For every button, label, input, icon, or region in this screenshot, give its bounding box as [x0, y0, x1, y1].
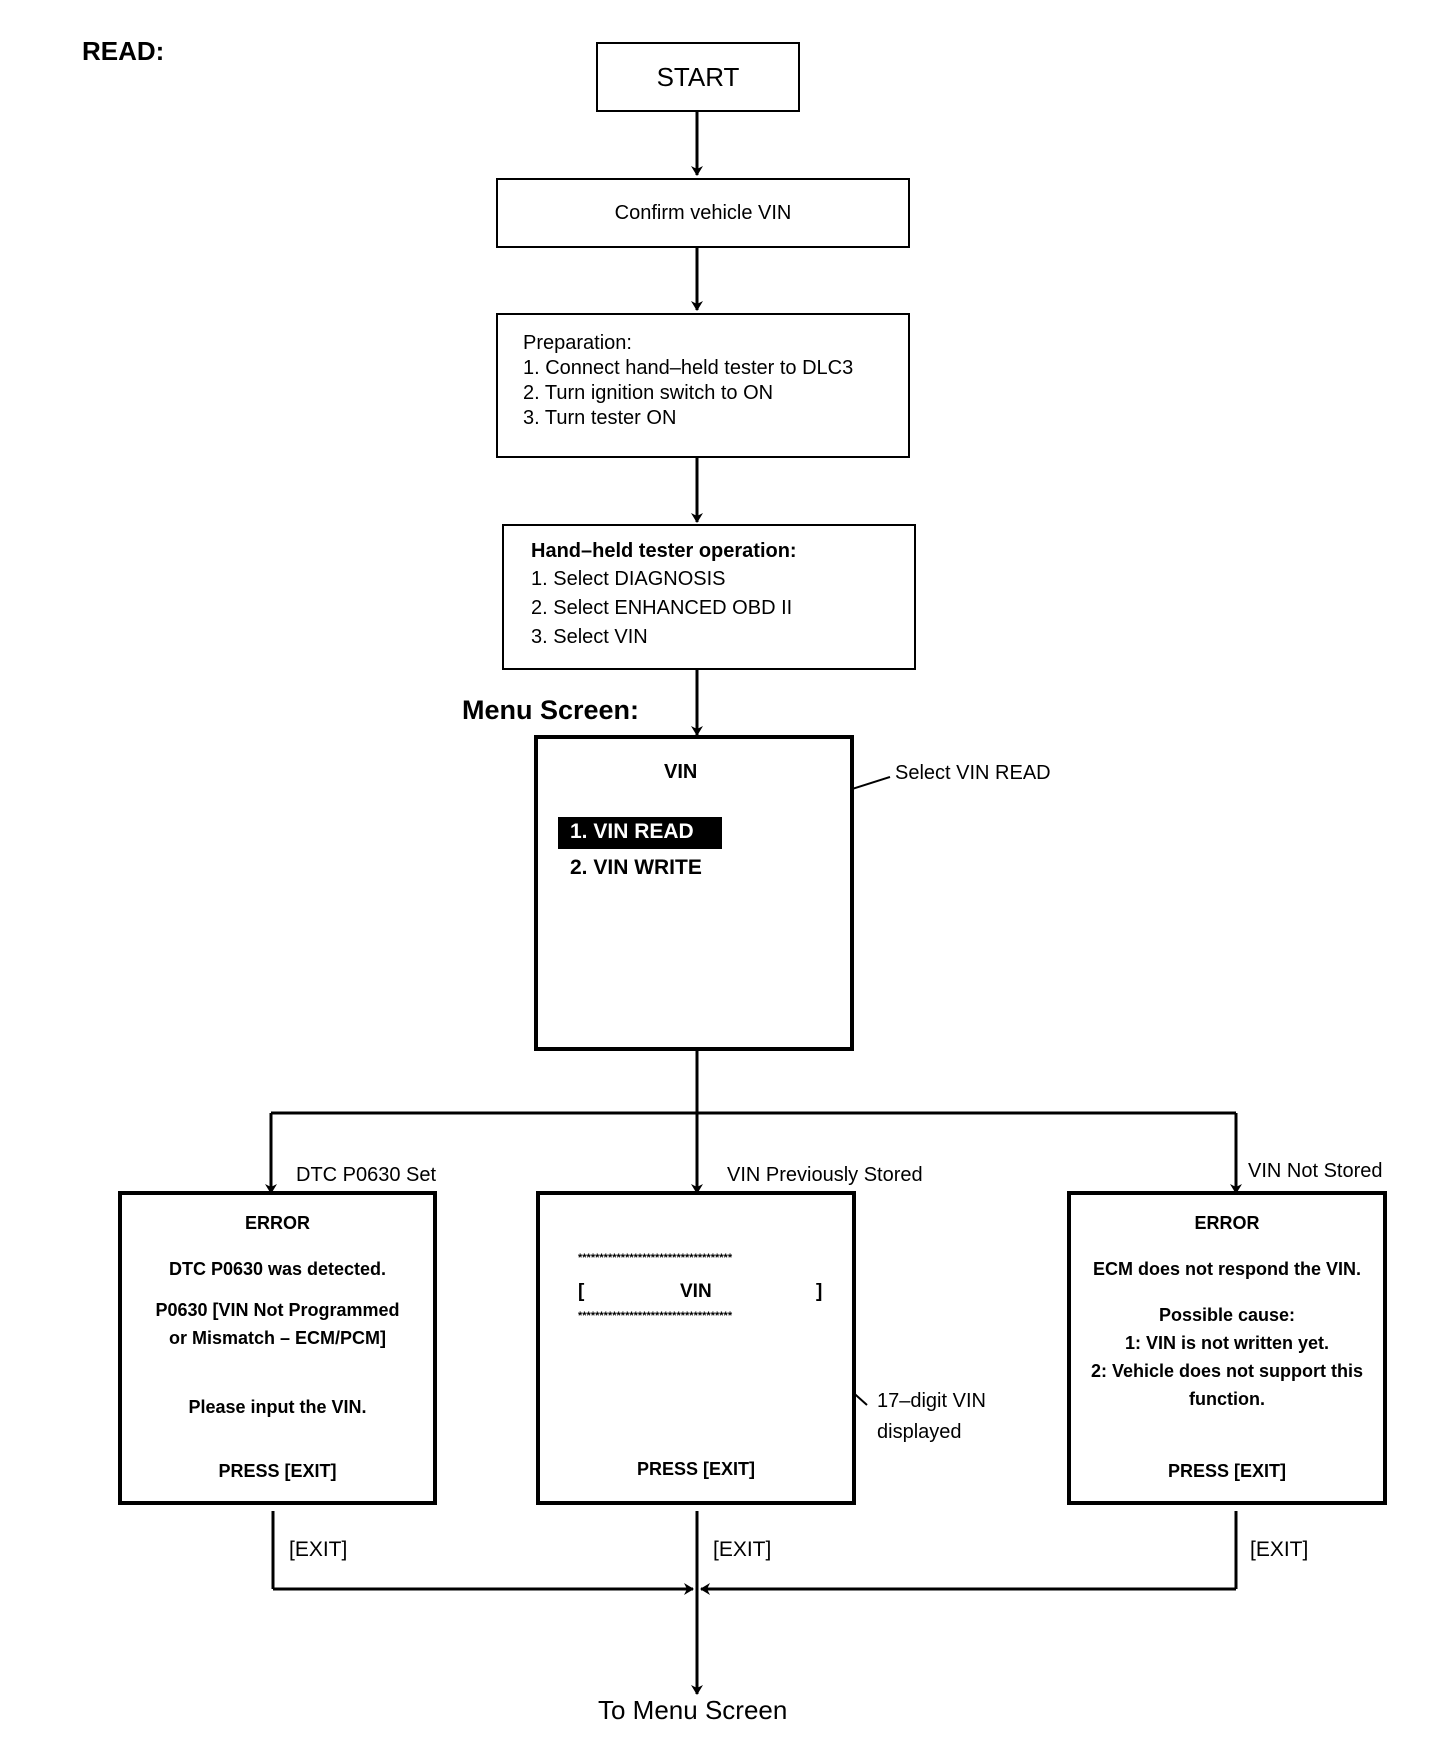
start-box: START [596, 42, 800, 112]
menu-item-vin-read[interactable]: 1. VIN READ [558, 817, 722, 849]
left-screen-line-2: P0630 [VIN Not Programmed [155, 1300, 400, 1320]
tester-step-3: 3. Select VIN [531, 626, 648, 648]
exit-label-right: [EXIT] [1250, 1538, 1309, 1561]
right-screen-line-4: 2: Vehicle does not support this [1090, 1361, 1364, 1381]
preparation-box: Preparation: 1. Connect hand–held tester… [496, 313, 910, 458]
left-error-screen: ERROR DTC P0630 was detected. P0630 [VIN… [118, 1191, 437, 1505]
menu-screen-label: Menu Screen: [462, 695, 640, 725]
center-vin-screen: ************************************ [ V… [536, 1191, 856, 1505]
tester-operation-title: Hand–held tester operation: [531, 540, 797, 562]
center-screen-bracket-open: [ [578, 1281, 585, 1302]
center-screen-bracket-close: ] [816, 1281, 823, 1302]
tester-step-2: 2. Select ENHANCED OBD II [531, 597, 793, 619]
left-screen-line-3: or Mismatch – ECM/PCM] [168, 1328, 387, 1348]
preparation-step-2: 2. Turn ignition switch to ON [523, 382, 774, 404]
right-screen-line-3: 1: VIN is not written yet. [1124, 1333, 1330, 1353]
start-text: START [656, 62, 740, 92]
preparation-step-1: 1. Connect hand–held tester to DLC3 [523, 357, 854, 379]
right-screen-line-2: Possible cause: [1158, 1305, 1296, 1325]
callout-17-digit-line-2: displayed [877, 1421, 962, 1443]
exit-label-center: [EXIT] [713, 1538, 772, 1561]
page-label: READ: [82, 36, 165, 66]
center-screen-stars-top: ************************************ [578, 1252, 733, 1264]
callout-select-vin-read-text: Select VIN READ [895, 762, 1051, 784]
menu-item-vin-read-label: 1. VIN READ [570, 820, 694, 843]
tester-step-1: 1. Select DIAGNOSIS [531, 568, 726, 590]
preparation-step-3: 3. Turn tester ON [523, 407, 677, 429]
right-screen-line-1: ECM does not respond the VIN. [1092, 1259, 1361, 1279]
exit-label-left: [EXIT] [289, 1538, 348, 1561]
right-screen-press: PRESS [EXIT] [1167, 1461, 1287, 1481]
preparation-title: Preparation: [523, 332, 632, 354]
confirm-box: Confirm vehicle VIN [496, 178, 910, 248]
center-screen-press: PRESS [EXIT] [636, 1459, 756, 1479]
branch-label-center: VIN Previously Stored [727, 1164, 923, 1186]
branch-label-left: DTC P0630 Set [296, 1164, 437, 1186]
center-screen-stars-bottom: ************************************ [578, 1310, 733, 1322]
left-screen-line-4: Please input the VIN. [188, 1397, 367, 1417]
menu-screen: VIN 1. VIN READ 2. VIN WRITE [534, 735, 854, 1051]
menu-item-vin-write[interactable]: 2. VIN WRITE [570, 856, 702, 879]
to-menu-screen-label: To Menu Screen [598, 1695, 788, 1725]
confirm-text: Confirm vehicle VIN [614, 202, 792, 224]
right-screen-title: ERROR [1194, 1213, 1260, 1233]
tester-operation-box: Hand–held tester operation: 1. Select DI… [502, 524, 916, 670]
menu-screen-title: VIN [664, 761, 698, 783]
branch-label-right: VIN Not Stored [1248, 1160, 1383, 1182]
left-screen-line-1: DTC P0630 was detected. [168, 1259, 387, 1279]
right-error-screen: ERROR ECM does not respond the VIN. Poss… [1067, 1191, 1387, 1505]
callout-17-digit-line-1: 17–digit VIN [877, 1390, 986, 1412]
left-screen-press: PRESS [EXIT] [218, 1461, 337, 1481]
left-screen-title: ERROR [244, 1213, 310, 1233]
center-screen-vin: VIN [680, 1281, 712, 1302]
right-screen-line-5: function. [1189, 1389, 1265, 1409]
